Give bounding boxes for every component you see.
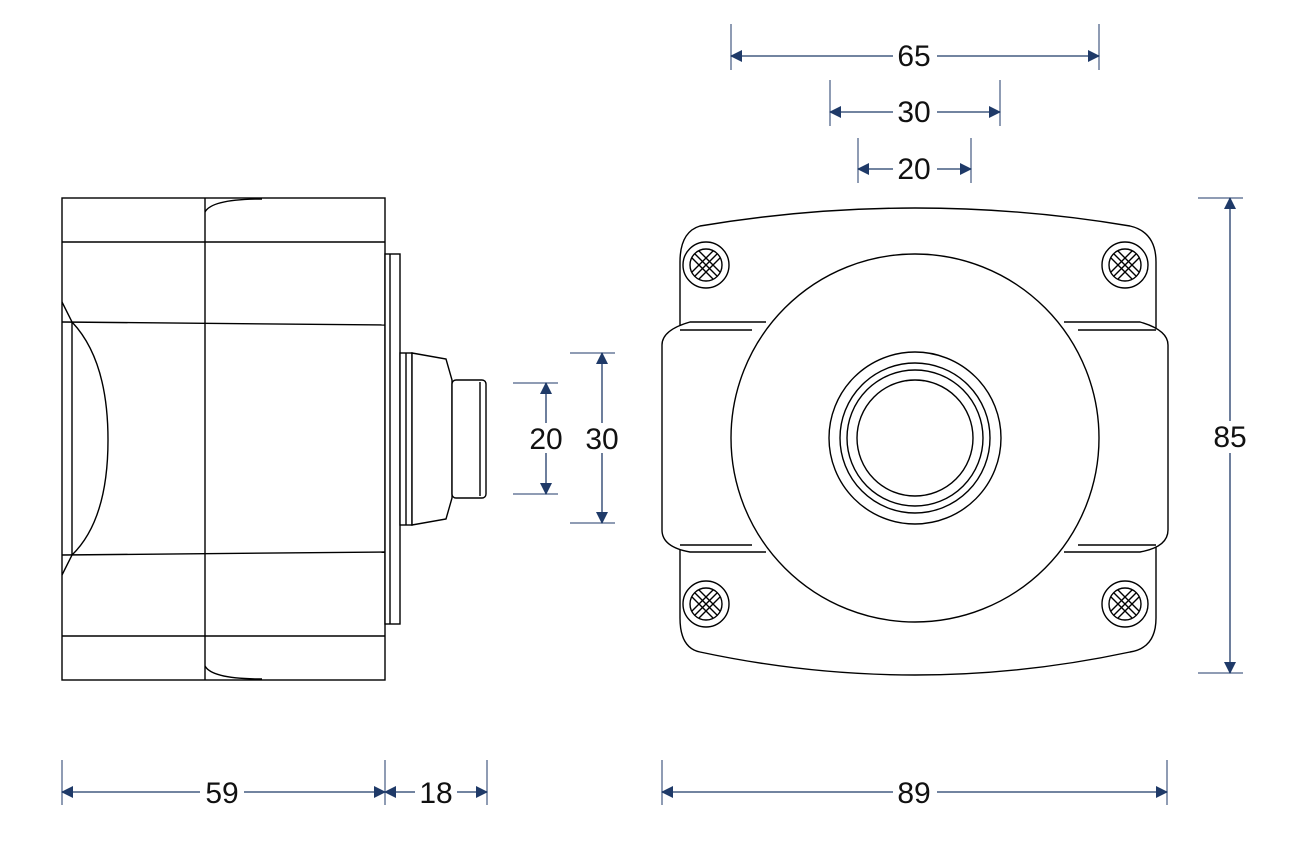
screw-top-left-icon xyxy=(682,241,730,289)
side-lens-barrel xyxy=(411,352,453,526)
dimension-front-30: 30 xyxy=(829,80,1001,129)
side-lens-tip xyxy=(451,379,487,499)
dim-label-65: 65 xyxy=(897,40,930,73)
front-lens-inner-ring xyxy=(846,369,984,507)
dim-label-side-30: 30 xyxy=(585,423,618,456)
screw-bottom-left-icon xyxy=(682,580,730,628)
dimension-18: 18 xyxy=(384,760,488,810)
dim-label-front-30: 30 xyxy=(897,96,930,129)
side-body xyxy=(61,197,386,681)
front-lens-glass xyxy=(856,379,974,497)
dimension-front-20: 20 xyxy=(857,138,972,186)
dimension-59: 59 xyxy=(61,760,386,810)
dim-label-85: 85 xyxy=(1213,421,1246,454)
front-view xyxy=(661,207,1169,676)
side-mid-line-bottom xyxy=(61,551,386,556)
front-lens-outer-ring xyxy=(828,351,1002,525)
side-rear-cap xyxy=(61,301,109,576)
side-joint-curve-bottom xyxy=(204,665,263,680)
side-mount-plate xyxy=(384,253,401,625)
dimension-65: 65 xyxy=(730,24,1100,73)
side-view xyxy=(61,197,487,681)
dimension-side-20: 20 xyxy=(513,382,566,495)
side-joint-curve-top xyxy=(204,198,263,213)
dim-label-59: 59 xyxy=(205,777,238,810)
dim-label-front-20: 20 xyxy=(897,153,930,186)
dim-label-89: 89 xyxy=(897,777,930,810)
dimension-89: 89 xyxy=(661,760,1168,810)
screw-bottom-right-icon xyxy=(1101,580,1149,628)
dimension-side-30: 30 xyxy=(570,352,622,524)
dimension-85: 85 xyxy=(1198,197,1252,674)
dim-label-18: 18 xyxy=(419,777,452,810)
side-mid-line-top xyxy=(61,321,386,326)
screw-top-right-icon xyxy=(1101,241,1149,289)
front-lens-mid-ring xyxy=(839,362,991,514)
dim-label-side-20: 20 xyxy=(529,423,562,456)
